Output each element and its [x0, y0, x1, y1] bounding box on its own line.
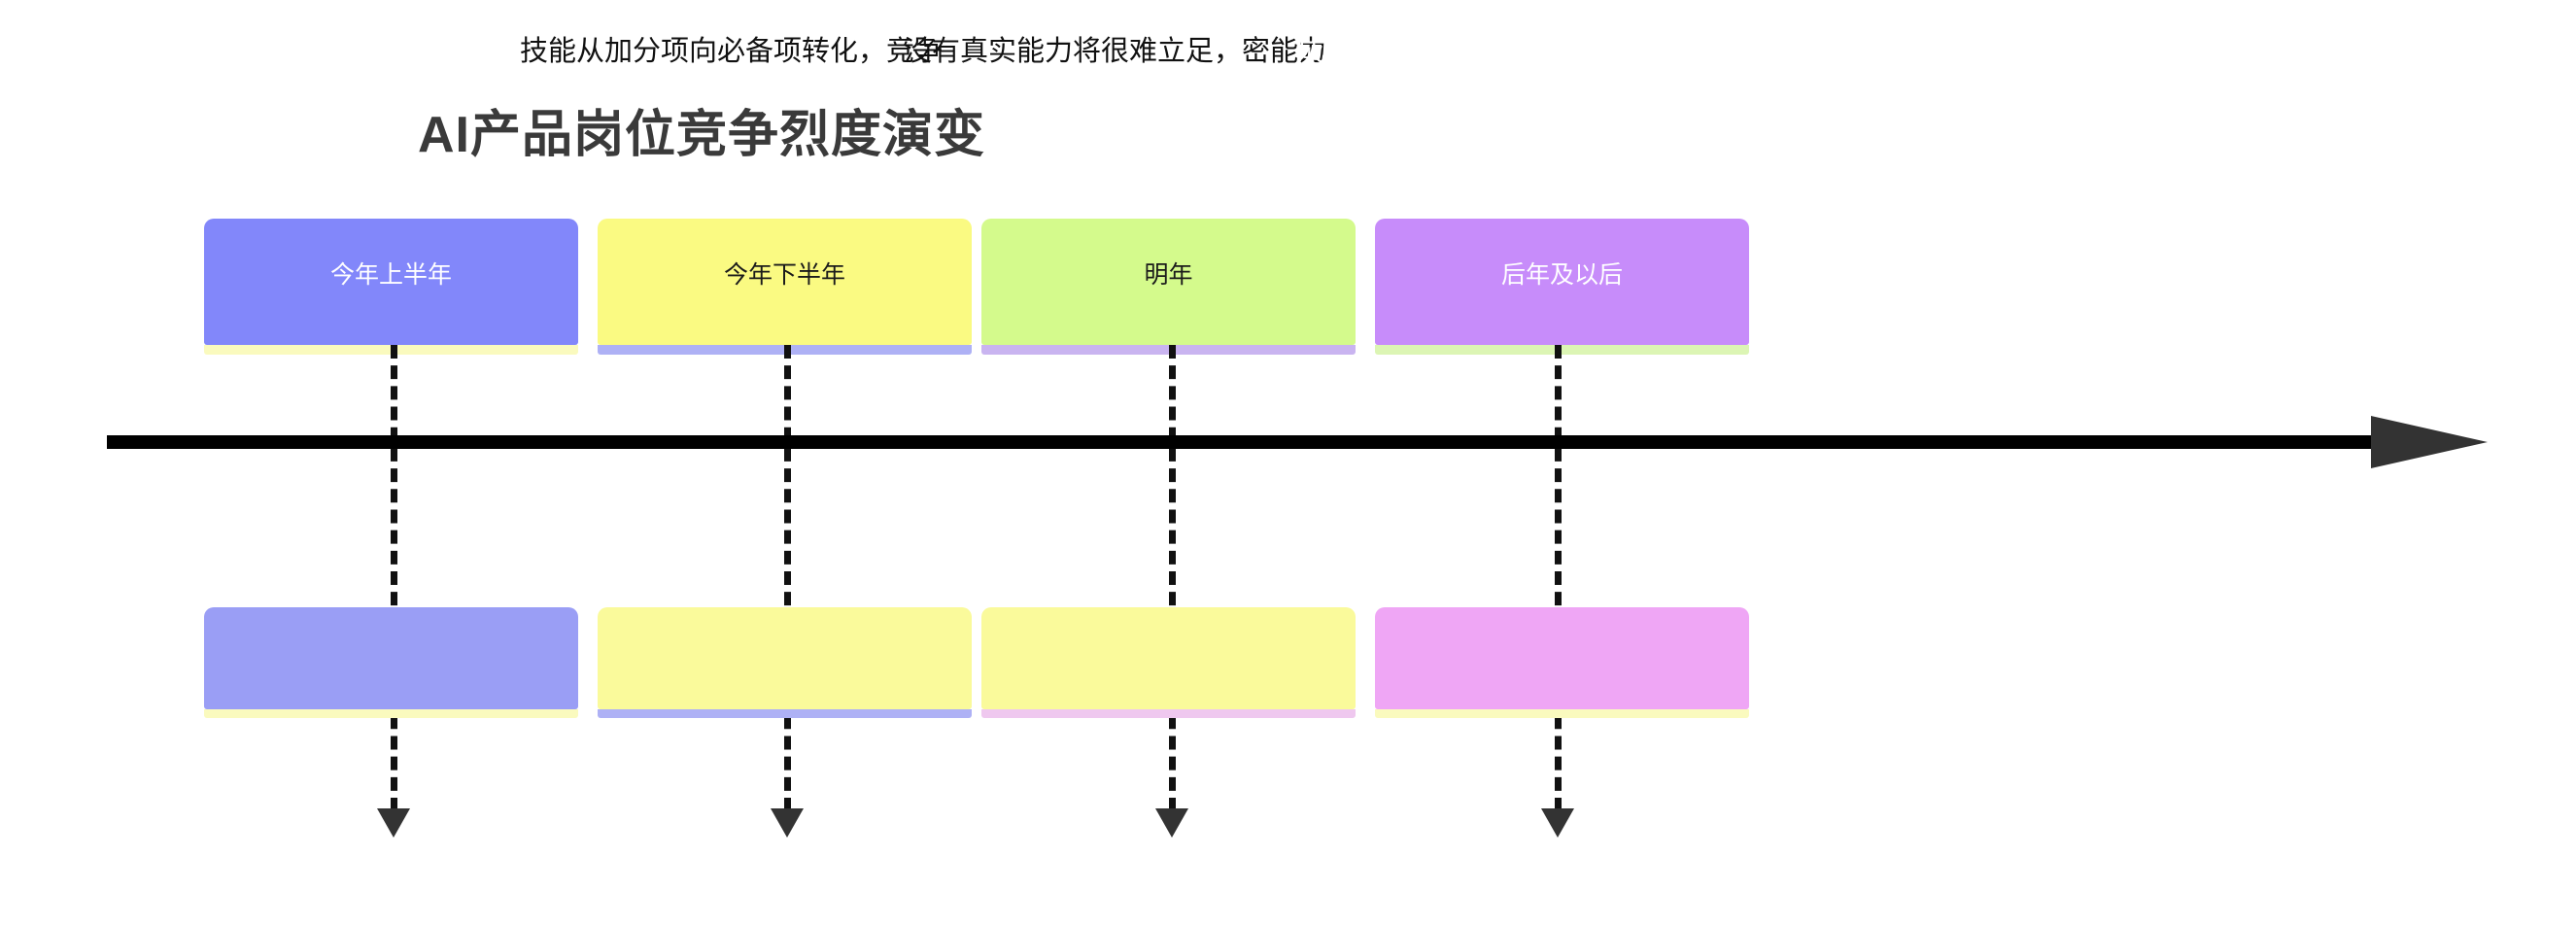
connector-arrow-4: [1541, 808, 1574, 838]
period-strip-3: [981, 345, 1356, 355]
connector-line-1: [391, 345, 397, 811]
description-text-3: 没有真实能力将很难立足，密能力: [904, 36, 1327, 67]
connector-line-4: [1555, 345, 1562, 811]
description-strip-2: [598, 709, 972, 718]
description-strip-1: [204, 709, 578, 718]
period-box-2[interactable]: 今年下半年: [598, 219, 972, 345]
period-label-3: 明年: [1144, 261, 1193, 289]
timeline-arrowhead-icon: [2371, 416, 2488, 468]
period-box-4[interactable]: 后年及以后: [1375, 219, 1749, 345]
connector-line-3: [1169, 345, 1176, 811]
description-text-1: 求，企业被迫降低门槛: [126, 36, 409, 67]
connector-arrow-3: [1155, 808, 1188, 838]
page-title: AI产品岗位竞争烈度演变: [418, 107, 986, 163]
period-box-1[interactable]: 今年上半年: [204, 219, 578, 345]
timeline-axis: [107, 435, 2386, 449]
period-label-4: 后年及以后: [1500, 261, 1623, 289]
description-text-4: 成为行业标配，差异化竞争: [1297, 36, 1636, 67]
connector-arrow-2: [771, 808, 804, 838]
period-strip-4: [1375, 345, 1749, 355]
period-label-2: 今年下半年: [723, 261, 845, 289]
description-text-2: 技能从加分项向必备项转化，竞争: [520, 36, 944, 67]
description-box-1[interactable]: [204, 607, 578, 709]
period-box-3[interactable]: 明年: [981, 219, 1356, 345]
description-box-2[interactable]: [598, 607, 972, 709]
period-label-1: 今年上半年: [329, 261, 452, 289]
connector-line-2: [784, 345, 791, 811]
connector-arrow-1: [377, 808, 410, 838]
description-box-4[interactable]: [1375, 607, 1749, 709]
description-strip-4: [1375, 709, 1749, 718]
description-box-3[interactable]: [981, 607, 1356, 709]
description-strip-3: [981, 709, 1356, 718]
